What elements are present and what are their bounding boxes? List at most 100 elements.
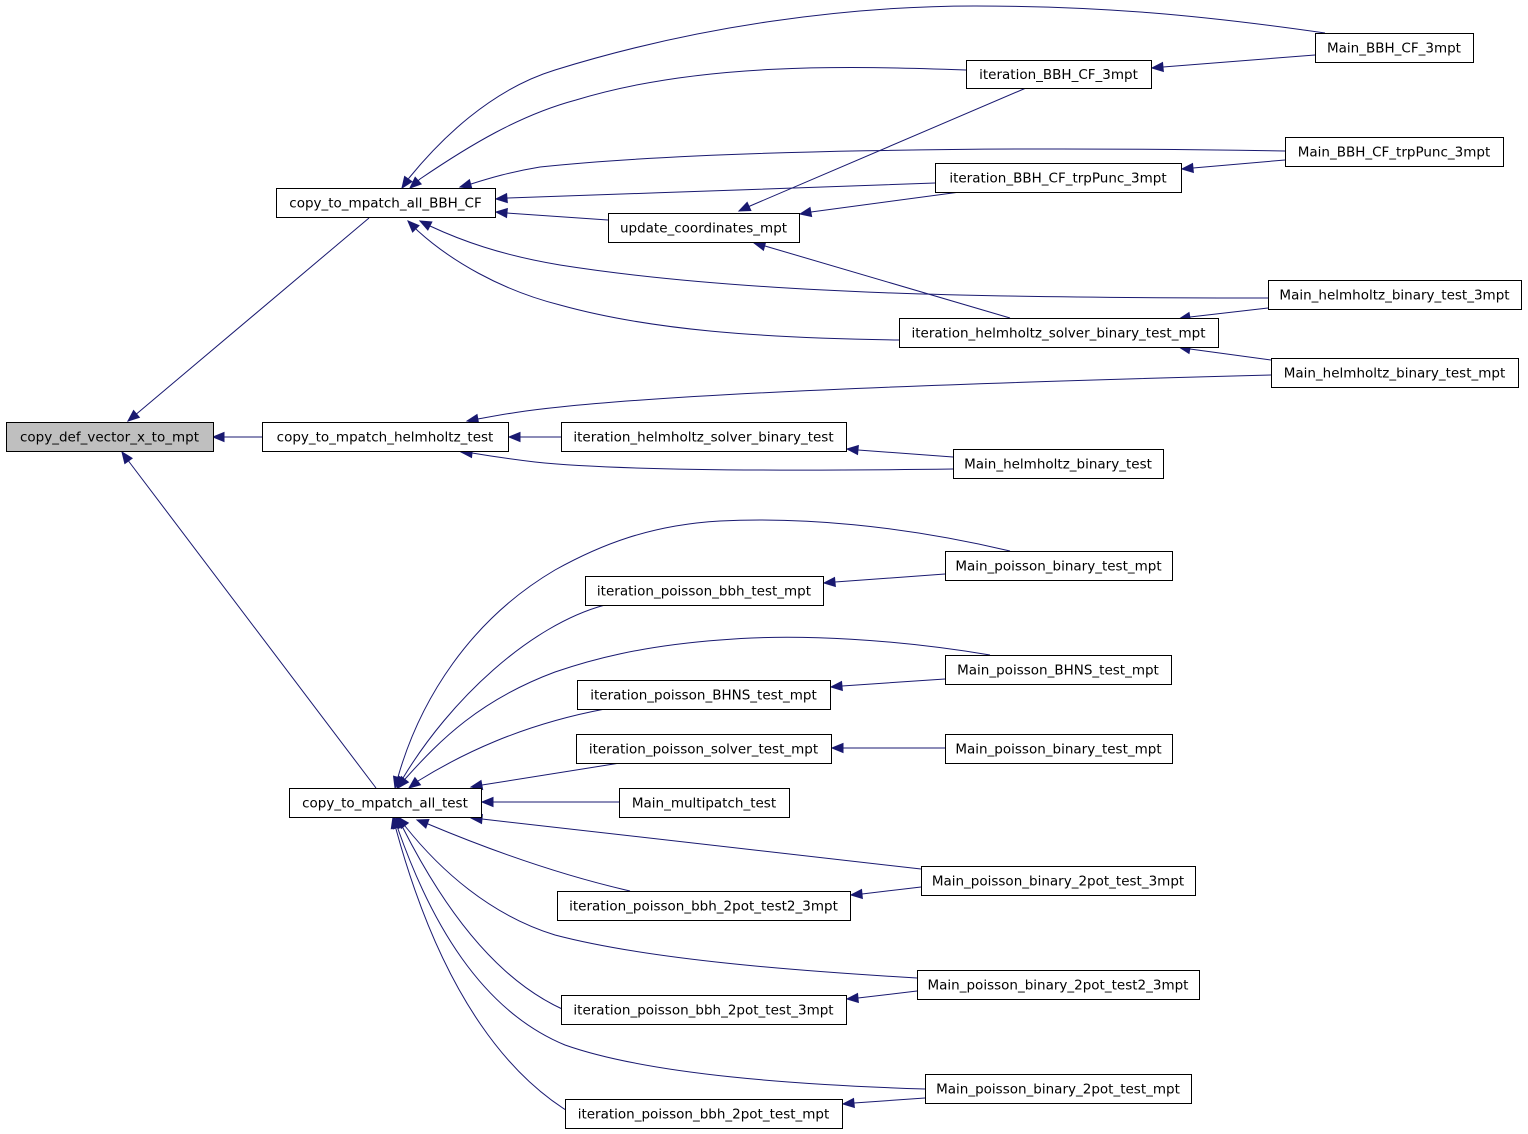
arrowhead-icon <box>407 220 420 233</box>
edge-line <box>846 448 954 458</box>
node-box[interactable] <box>953 449 1164 479</box>
node-helm[interactable]: copy_to_mpatch_helmholtz_test <box>262 422 509 452</box>
node-box[interactable] <box>561 422 847 452</box>
node-box[interactable] <box>935 163 1182 193</box>
edge-line <box>408 708 606 789</box>
node-box[interactable] <box>945 734 1173 764</box>
edge-iter_pois_bbh-to-alltest <box>396 604 606 790</box>
edge-iter_helm_mpt-to-bbhcf <box>407 220 900 341</box>
node-box[interactable] <box>925 1074 1192 1104</box>
node-label: iteration_poisson_bbh_2pot_test2_3mpt <box>569 899 838 915</box>
node-box[interactable] <box>557 891 851 921</box>
edges-layer <box>121 5 1326 1129</box>
node-main_bbh_cf_3mpt[interactable]: Main_BBH_CF_3mpt <box>1315 33 1474 63</box>
node-box[interactable] <box>585 576 824 606</box>
node-iter_pois_2pot_test2[interactable]: iteration_poisson_bbh_2pot_test2_3mpt <box>557 891 851 921</box>
edge-line <box>419 220 1269 299</box>
arrowhead-icon <box>1150 61 1164 73</box>
node-main_pois_2pot_3mpt[interactable]: Main_poisson_binary_2pot_test_3mpt <box>921 866 1196 896</box>
edge-iter_pois_bhns-to-alltest <box>407 708 606 789</box>
node-box[interactable] <box>577 680 831 710</box>
arrowhead-icon <box>822 576 836 588</box>
node-box[interactable] <box>1268 280 1522 310</box>
node-iter_pois_2pot_mpt[interactable]: iteration_poisson_bbh_2pot_test_mpt <box>565 1099 843 1129</box>
node-box[interactable] <box>1271 358 1519 388</box>
node-iter_helm_mpt[interactable]: iteration_helmholtz_solver_binary_test_m… <box>899 318 1219 348</box>
node-iter_bbh_cf_3mpt[interactable]: iteration_BBH_CF_3mpt <box>966 60 1152 89</box>
edge-iter_bbh_cf_3mpt-to-bbhcf <box>409 67 967 189</box>
node-upd_coord[interactable]: update_coordinates_mpt <box>608 213 800 243</box>
edge-iter_helm-to-helm <box>507 431 561 443</box>
node-iter_pois_2pot_3mpt[interactable]: iteration_poisson_bbh_2pot_test_3mpt <box>561 995 847 1025</box>
edge-main_pois_2pot_mpt-to-iter_pois_2pot_mpt <box>841 1097 926 1109</box>
node-iter_pois_solver[interactable]: iteration_poisson_solver_test_mpt <box>576 734 832 764</box>
node-main_pois_bhns[interactable]: Main_poisson_BHNS_test_mpt <box>945 655 1172 685</box>
arrowhead-icon <box>458 178 473 190</box>
edge-helm-to-root <box>211 431 262 443</box>
node-alltest[interactable]: copy_to_mpatch_all_test <box>289 788 482 818</box>
edge-line <box>409 67 967 189</box>
node-label: Main_helmholtz_binary_test_3mpt <box>1279 288 1509 304</box>
node-box[interactable] <box>608 213 800 243</box>
edge-iter_pois_2pot_test2-to-alltest <box>415 819 631 892</box>
edge-line <box>127 217 370 422</box>
node-main_pois_bin_mpt_b[interactable]: Main_poisson_binary_test_mpt <box>945 734 1173 764</box>
edge-line <box>401 5 1326 189</box>
edge-iter_bbh_cf_trp-to-upd_coord <box>798 191 961 218</box>
node-box[interactable] <box>899 318 1219 348</box>
arrowhead-icon <box>841 1097 855 1109</box>
node-label: Main_poisson_BHNS_test_mpt <box>957 663 1159 679</box>
node-box[interactable] <box>917 970 1200 1000</box>
node-box[interactable] <box>276 188 496 218</box>
edge-main_pois_bhns-to-iter_pois_bhns <box>829 678 946 692</box>
node-label: iteration_helmholtz_solver_binary_test <box>573 430 833 446</box>
node-bbhcf[interactable]: copy_to_mpatch_all_BBH_CF <box>276 188 496 218</box>
edge-line <box>495 211 609 221</box>
node-main_pois_2pot_test2[interactable]: Main_poisson_binary_2pot_test2_3mpt <box>917 970 1200 1000</box>
edge-iter_bbh_cf_3mpt-to-upd_coord <box>737 87 1027 212</box>
node-label: iteration_BBH_CF_trpPunc_3mpt <box>949 171 1166 187</box>
arrowhead-icon <box>390 815 401 830</box>
node-box[interactable] <box>619 788 790 818</box>
node-main_multipatch[interactable]: Main_multipatch_test <box>619 788 790 818</box>
node-box[interactable] <box>262 422 509 452</box>
node-box[interactable] <box>561 995 847 1025</box>
node-main_helm_3mpt[interactable]: Main_helmholtz_binary_test_3mpt <box>1268 280 1522 310</box>
node-box[interactable] <box>1315 33 1474 63</box>
node-label: update_coordinates_mpt <box>620 221 787 237</box>
node-main_pois_bin_mpt_a[interactable]: Main_poisson_binary_test_mpt <box>945 551 1173 581</box>
node-root[interactable]: copy_def_vector_x_to_mpt <box>6 422 214 452</box>
node-main_helm[interactable]: Main_helmholtz_binary_test <box>953 449 1164 479</box>
node-iter_helm[interactable]: iteration_helmholtz_solver_binary_test <box>561 422 847 452</box>
node-box[interactable] <box>1285 137 1504 167</box>
edge-alltest-to-root <box>121 450 377 789</box>
edge-main_pois_bin_mpt_a-to-iter_pois_bbh <box>822 573 946 588</box>
arrowhead-icon <box>849 888 863 900</box>
node-label: Main_multipatch_test <box>632 796 776 812</box>
edge-line <box>459 148 1286 188</box>
node-box[interactable] <box>945 655 1172 685</box>
node-iter_pois_bbh[interactable]: iteration_poisson_bbh_test_mpt <box>585 576 824 606</box>
node-box[interactable] <box>966 60 1152 89</box>
node-main_pois_2pot_mpt[interactable]: Main_poisson_binary_2pot_test_mpt <box>925 1074 1192 1104</box>
edge-main_helm_mpt-to-helm <box>465 374 1272 425</box>
node-box[interactable] <box>6 422 214 452</box>
node-box[interactable] <box>576 734 832 764</box>
node-label: copy_to_mpatch_all_BBH_CF <box>289 196 481 212</box>
arrowhead-icon <box>829 680 843 692</box>
node-box[interactable] <box>945 551 1173 581</box>
node-box[interactable] <box>289 788 482 818</box>
node-label: Main_poisson_binary_2pot_test_mpt <box>936 1082 1180 1098</box>
node-main_helm_mpt[interactable]: Main_helmholtz_binary_test_mpt <box>1271 358 1519 388</box>
edge-main_bbh_cf_trp-to-bbhcf <box>458 148 1286 190</box>
node-iter_pois_bhns[interactable]: iteration_poisson_BHNS_test_mpt <box>577 680 831 710</box>
edge-line <box>407 220 900 341</box>
nodes-layer: copy_def_vector_x_to_mpt copy_to_mpatch_a… <box>6 33 1522 1129</box>
node-box[interactable] <box>921 866 1196 896</box>
edge-line <box>460 451 954 471</box>
node-box[interactable] <box>565 1099 843 1129</box>
node-iter_bbh_cf_trp[interactable]: iteration_BBH_CF_trpPunc_3mpt <box>935 163 1182 193</box>
node-label: Main_helmholtz_binary_test <box>964 457 1152 473</box>
arrowhead-icon <box>1180 162 1194 174</box>
node-main_bbh_cf_trp[interactable]: Main_BBH_CF_trpPunc_3mpt <box>1285 137 1504 167</box>
